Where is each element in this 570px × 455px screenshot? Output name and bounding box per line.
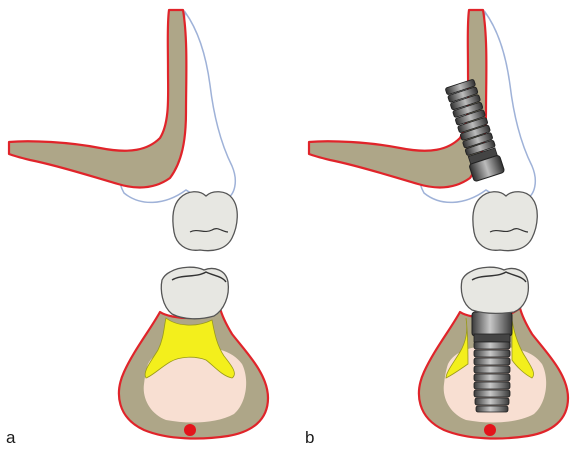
panel-label-b: b: [305, 428, 314, 448]
panel-label-a: a: [6, 428, 15, 448]
maxilla-section-b: [309, 10, 537, 251]
panel-b: [309, 10, 568, 438]
implant-crown-b: [461, 267, 528, 313]
panel-a: [9, 10, 268, 438]
nerve-canal-a: [184, 424, 196, 436]
dental-implant-icon: [472, 312, 512, 412]
maxilla-section-a: [9, 10, 237, 251]
nerve-canal-b: [484, 424, 496, 436]
